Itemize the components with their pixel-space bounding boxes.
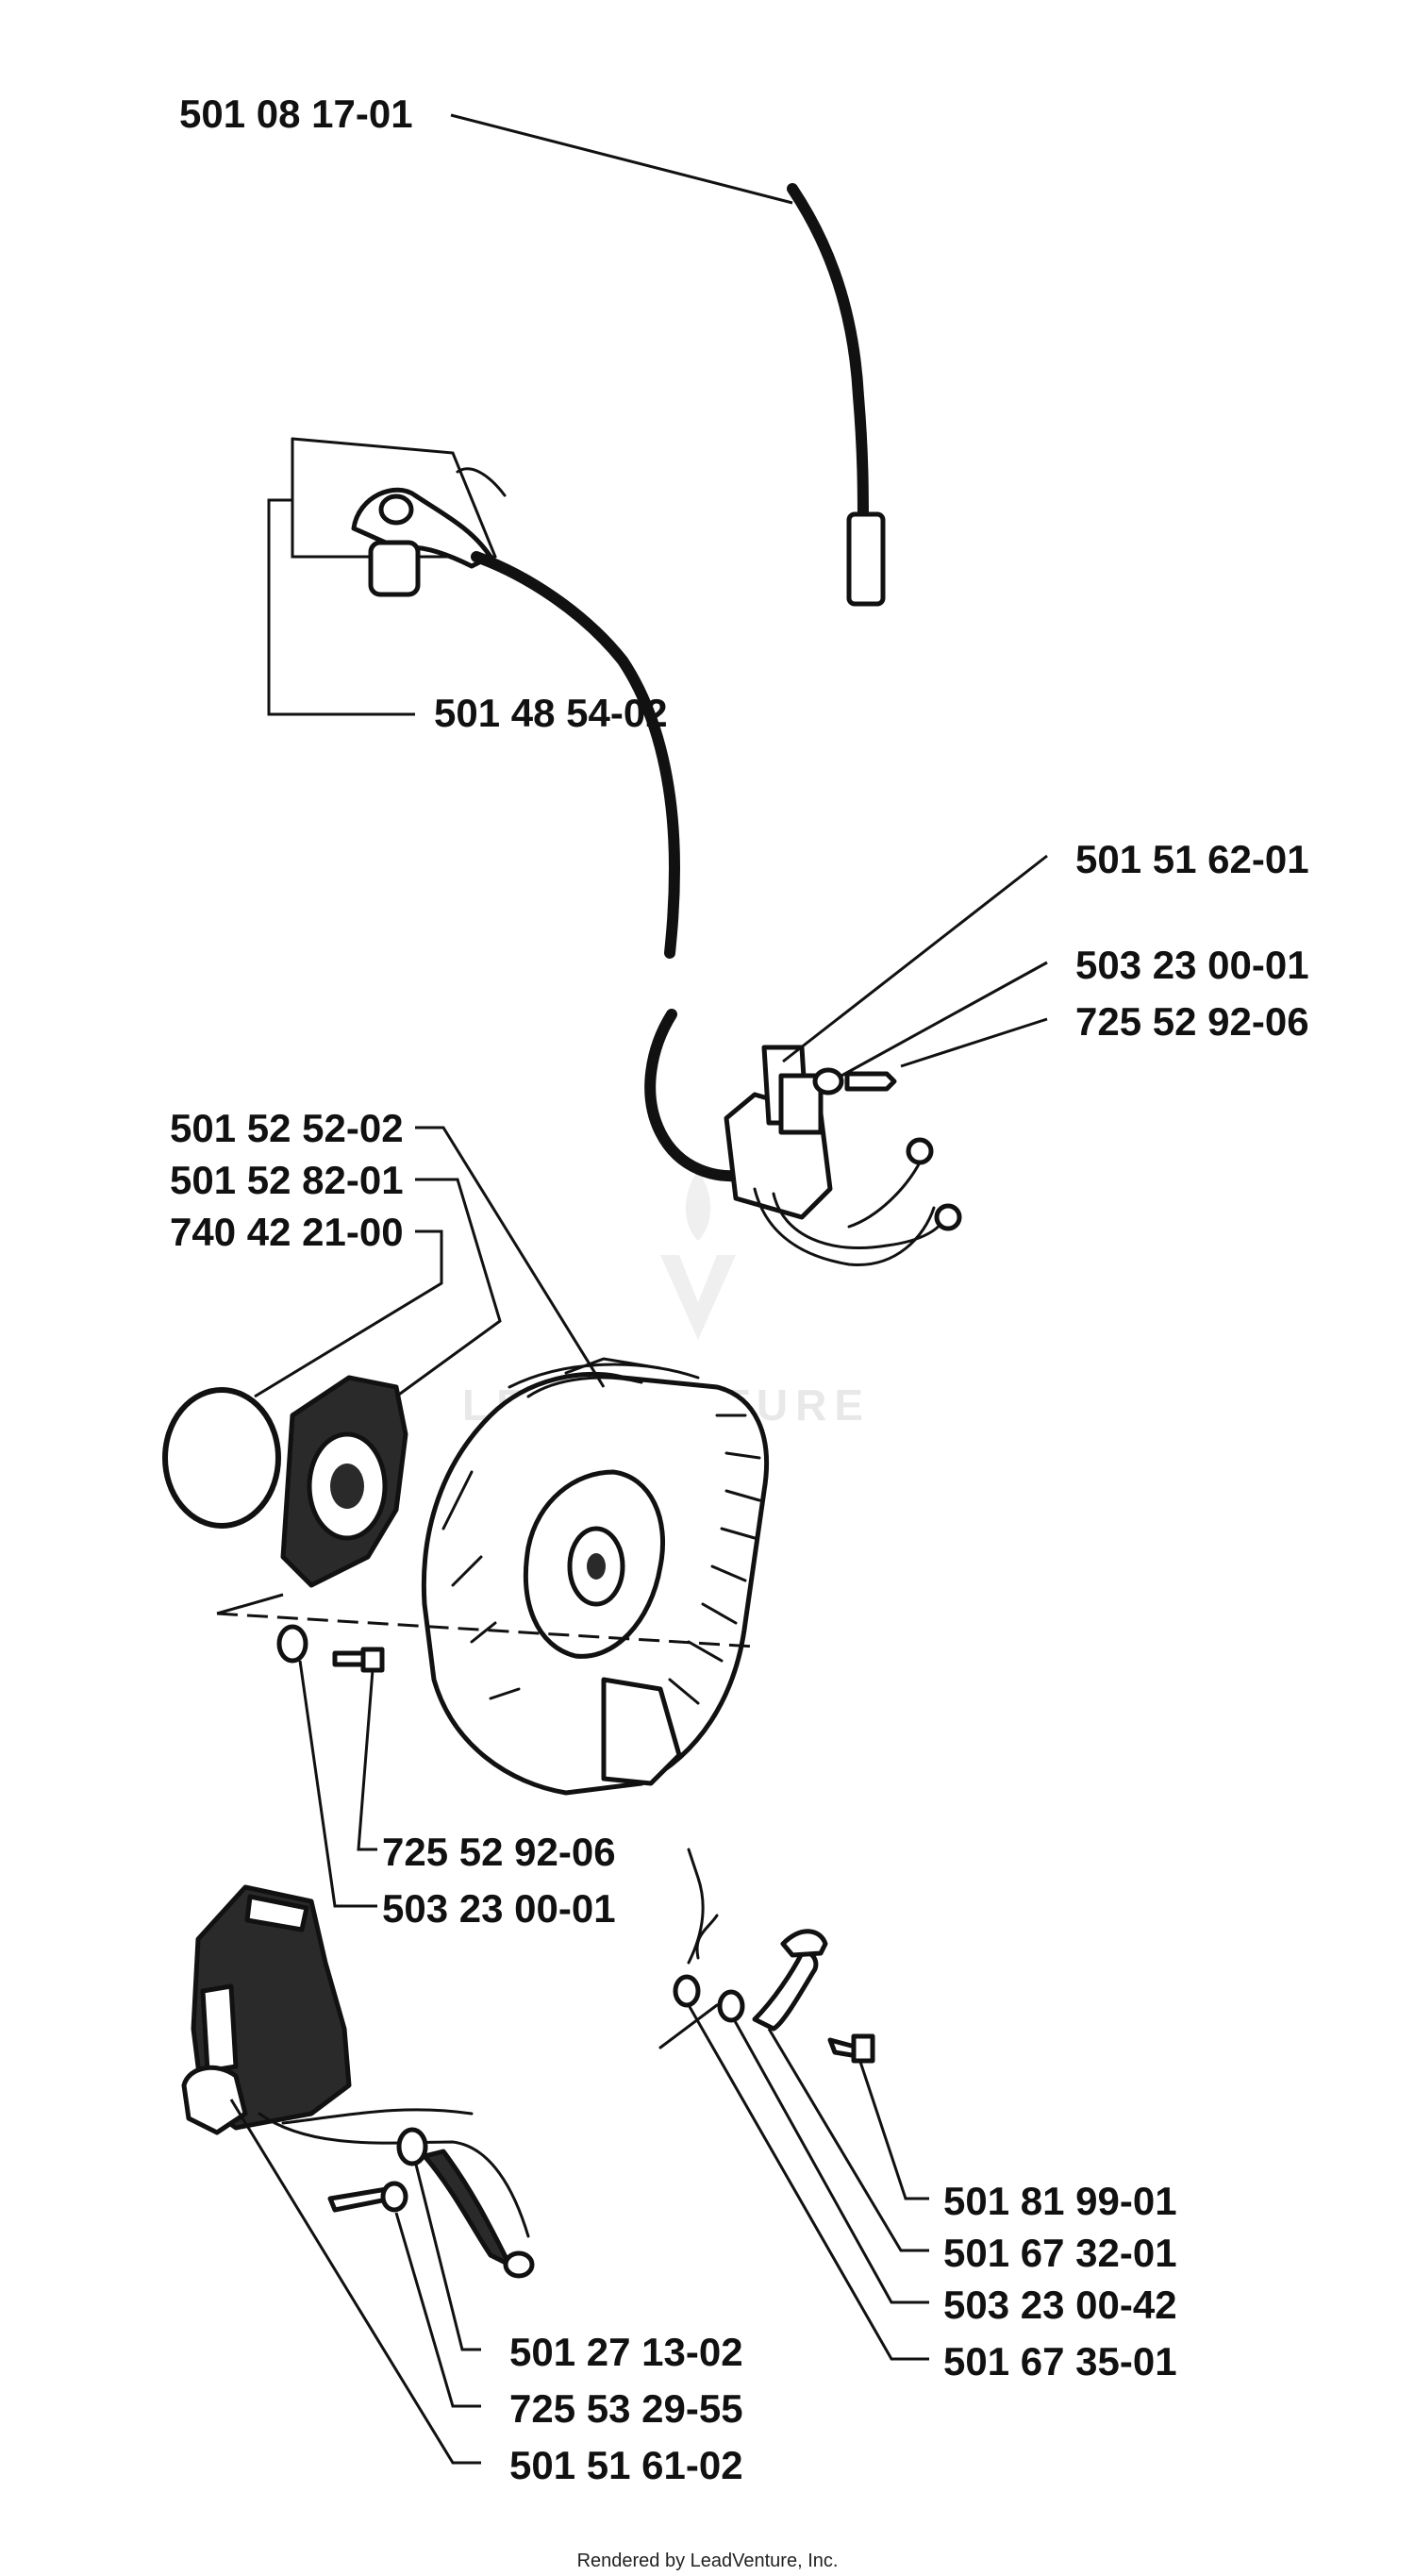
ignition-module-part bbox=[644, 1009, 962, 1266]
leader-module-screw bbox=[900, 1017, 1048, 1068]
leader-switch-spring bbox=[687, 2004, 929, 2361]
switch-contact-group-part bbox=[658, 1848, 875, 2064]
leader-flywheel-screw bbox=[357, 1669, 377, 1851]
leader-switch-washer bbox=[732, 2018, 929, 2304]
centerline-2 bbox=[216, 1593, 284, 1615]
leader-switch-contact bbox=[767, 2028, 929, 2252]
starter-pawl-plate-part bbox=[280, 1375, 408, 1588]
flywheel-part bbox=[421, 1357, 770, 1796]
hv-lead-part bbox=[787, 183, 886, 607]
leader-flywheel-washer bbox=[298, 1660, 377, 1908]
label-starter-pawl-plate: 501 52 82-01 bbox=[170, 1158, 404, 1202]
label-switch-screw: 501 81 99-01 bbox=[943, 2179, 1177, 2223]
label-switch-washer: 503 23 00-42 bbox=[943, 2283, 1177, 2327]
leader-o-ring bbox=[254, 1229, 443, 1398]
label-bracket-screw: 725 53 29-55 bbox=[509, 2386, 743, 2431]
label-ignition-module: 501 51 62-01 bbox=[1075, 837, 1309, 881]
leader-starter-pawl-plate bbox=[395, 1178, 502, 1398]
label-flywheel: 501 52 52-02 bbox=[170, 1106, 404, 1150]
label-module-screw: 725 52 92-06 bbox=[1075, 999, 1309, 1044]
label-grommet: 501 27 13-02 bbox=[509, 2330, 743, 2374]
leader-grommet bbox=[413, 2160, 481, 2351]
label-o-ring: 740 42 21-00 bbox=[170, 1210, 404, 1254]
leader-stop-switch bbox=[229, 2099, 481, 2465]
label-plug-cap: 501 48 54-02 bbox=[434, 691, 668, 735]
flywheel-screw-part bbox=[332, 1647, 385, 1673]
leader-hv-lead bbox=[450, 113, 793, 205]
label-module-washer: 503 23 00-01 bbox=[1075, 943, 1309, 987]
leader-module-washer bbox=[841, 961, 1048, 1078]
leader-flywheel bbox=[415, 1126, 606, 1388]
leader-plug-cap bbox=[267, 498, 415, 716]
label-stop-switch: 501 51 61-02 bbox=[509, 2443, 743, 2487]
plug-cap-part bbox=[291, 437, 681, 959]
label-switch-contact: 501 67 32-01 bbox=[943, 2231, 1177, 2275]
label-hv-lead: 501 08 17-01 bbox=[179, 92, 413, 136]
o-ring-part bbox=[162, 1387, 281, 1529]
bracket-screw-part bbox=[327, 2181, 408, 2213]
flywheel-washer-part bbox=[276, 1624, 308, 1664]
stop-switch-part bbox=[181, 1884, 530, 2238]
leader-ignition-module bbox=[782, 854, 1048, 1063]
label-switch-spring: 501 67 35-01 bbox=[943, 2339, 1177, 2384]
footer-credit: Rendered by LeadVenture, Inc. bbox=[577, 2551, 839, 2571]
grommet-part bbox=[396, 2127, 535, 2279]
label-flywheel-screw: 725 52 92-06 bbox=[382, 1830, 616, 1874]
label-flywheel-washer: 503 23 00-01 bbox=[382, 1886, 616, 1931]
leader-bracket-screw bbox=[394, 2212, 481, 2408]
leader-switch-screw bbox=[858, 2061, 929, 2200]
